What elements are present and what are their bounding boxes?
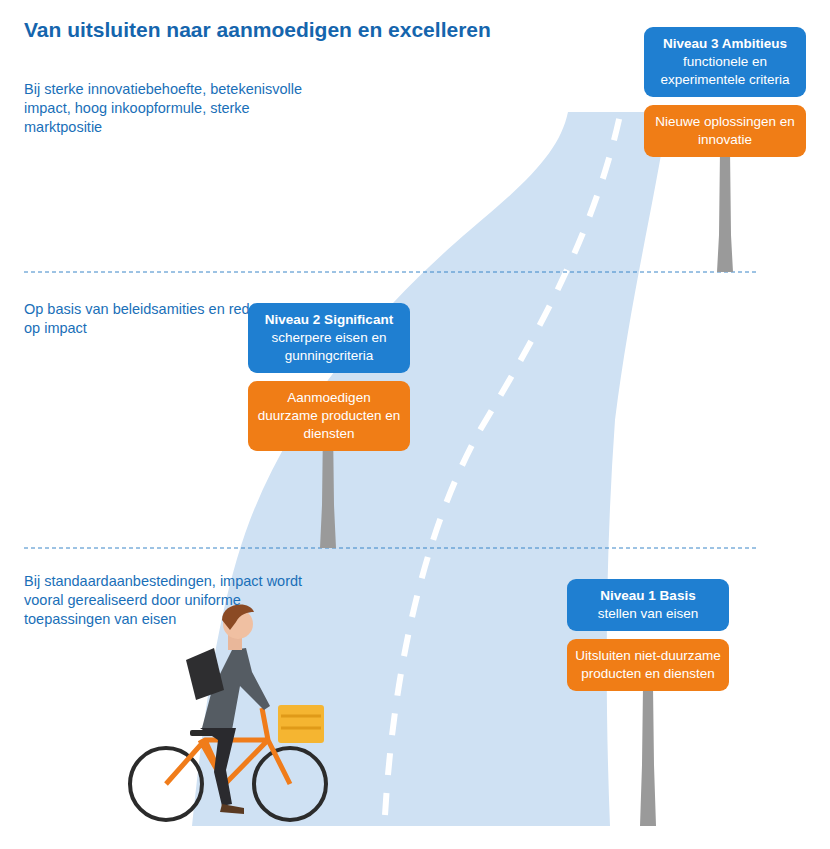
- sign-heading: Niveau 2 Significant: [256, 311, 402, 329]
- goal-sign: Aanmoedigen duurzame producten en dienst…: [248, 381, 410, 451]
- sign-heading: Niveau 3 Ambitieus: [652, 35, 798, 53]
- goal-sign: Nieuwe oplossingen en innovatie: [644, 105, 806, 157]
- level-sign: Niveau 2 Significantscherpere eisen en g…: [248, 303, 410, 373]
- goal-sign: Uitsluiten niet-duurzame producten en di…: [567, 639, 729, 691]
- sign-heading: Niveau 1 Basis: [575, 587, 721, 605]
- road-centre-line: [385, 115, 620, 815]
- sign-text: Nieuwe oplossingen en innovatie: [652, 113, 798, 149]
- sign-text: scherpere eisen en gunningcriteria: [256, 329, 402, 365]
- level-description: Bij standaardaanbestedingen, impact word…: [24, 572, 324, 629]
- level-divider: [24, 548, 756, 549]
- sign-text: Aanmoedigen duurzame producten en dienst…: [256, 389, 402, 443]
- sign-poles: [320, 150, 733, 826]
- sign-text: Uitsluiten niet-duurzame producten en di…: [575, 647, 721, 683]
- diagram-title: Van uitsluiten naar aanmoedigen en excel…: [24, 18, 491, 42]
- level-description: Bij sterke innovatiebehoefte, betekenisv…: [24, 80, 324, 137]
- level-sign: Niveau 3 Ambitieusfunctionele en experim…: [644, 27, 806, 97]
- level-sign: Niveau 1 Basisstellen van eisen: [567, 579, 729, 631]
- sign-text: functionele en experimentele criteria: [652, 53, 798, 89]
- sign-text: stellen van eisen: [575, 605, 721, 623]
- cyclist: [130, 604, 326, 820]
- level-divider: [24, 272, 756, 273]
